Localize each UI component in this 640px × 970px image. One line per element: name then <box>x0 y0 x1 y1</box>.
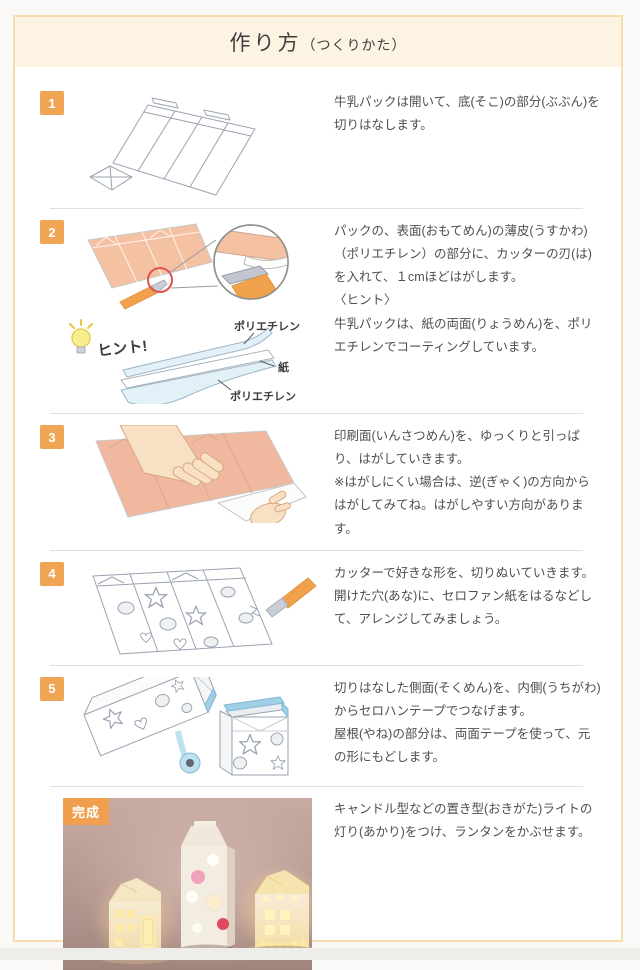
step-row-2: 2 <box>40 220 603 404</box>
step5-text: 切りはなした側面(そくめん)を、内側(うちがわ)からセロハンテープでつなげます。… <box>318 677 603 770</box>
hint-label: ヒント! <box>97 338 149 360</box>
step-number-badge: 2 <box>40 220 64 244</box>
step2-paragraph: パックの、表面(おもてめん)の薄皮(うすかわ)（ポリエチレン）の部分に、カッター… <box>334 224 592 285</box>
step-row-1: 1 <box>40 91 603 199</box>
step2-hint-paragraph: 牛乳パックは、紙の両面(りょうめん)を、ポリエチレンでコーティングしています。 <box>334 316 593 354</box>
taping-cartons-drawing-icon <box>83 676 289 776</box>
hint-lightbulb-icon <box>69 319 93 354</box>
step-separator <box>50 208 583 209</box>
page-background-strip <box>0 948 640 960</box>
step1-text: 牛乳パックは開いて、底(そこ)の部分(ぶぶん)を切りはなします。 <box>318 91 603 137</box>
step-row-5: 5 <box>40 676 603 777</box>
step-separator <box>50 664 583 666</box>
lantern-photo-graphic <box>63 797 312 970</box>
step-number-badge: 5 <box>40 676 64 701</box>
layer-top-label: ポリエチレン <box>234 319 300 333</box>
left-house-lantern <box>91 875 179 964</box>
opened-carton-drawing-icon <box>89 97 256 196</box>
step-row-3: 3 <box>40 425 603 541</box>
step4-text: カッターで好きな形を、切りぬいていきます。開けた穴(あな)に、セロファン紙をはる… <box>318 562 603 631</box>
step3-paragraph: 印刷面(いんさつめん)を、ゆっくりと引っぱり、はがしていきます。 <box>334 429 580 467</box>
page-header: 作り方（つくりかた） <box>15 17 621 67</box>
step3-text: 印刷面(いんさつめん)を、ゆっくりと引っぱり、はがしていきます。 ※はがしにくい… <box>318 425 603 541</box>
step-number-badge: 3 <box>40 425 64 449</box>
final-paragraph: キャンドル型などの置き型(おきがた)ライトの灯り(あかり)をつけ、ランタンをかぶ… <box>334 801 593 839</box>
step-separator <box>50 549 583 551</box>
step5-paragraph2: 屋根(やね)の部分は、両面テープを使って、元の形にもどします。 <box>334 726 591 764</box>
steps-list: 1 <box>15 67 621 970</box>
instruction-card: 作り方（つくりかた） 1 <box>13 15 623 970</box>
step2-illustration: ヒント! ポリエチレン 紙 ポリエチレン <box>68 220 318 404</box>
step5-paragraph: 切りはなした側面(そくめん)を、内側(うちがわ)からセロハンテープでつなげます。 <box>334 680 601 718</box>
step4-paragraph: カッターで好きな形を、切りぬいていきます。開けた穴(あな)に、セロファン紙をはる… <box>334 565 595 626</box>
page-title-reading: （つくりかた） <box>301 37 407 53</box>
layer-middle-label: 紙 <box>278 360 289 374</box>
step3-illustration <box>68 425 318 523</box>
step4-illustration <box>68 562 318 656</box>
completed-badge: 完成 <box>63 797 110 825</box>
step5-illustration <box>68 676 318 777</box>
step-number-badge: 1 <box>40 91 64 115</box>
step2-hint-heading: 〈ヒント〉 <box>334 293 397 308</box>
peel-film-drawing-icon: ヒント! ポリエチレン 紙 ポリエチレン <box>69 223 300 404</box>
final-text: キャンドル型などの置き型(おきがた)ライトの灯り(あかり)をつけ、ランタンをかぶ… <box>312 798 603 844</box>
step2-text: パックの、表面(おもてめん)の薄皮(うすかわ)（ポリエチレン）の部分に、カッター… <box>318 220 603 359</box>
step3-note: ※はがしにくい場合は、逆(ぎゃく)の方向からはがしてみてね。はがしやすい方向があ… <box>334 475 590 536</box>
page-title-main: 作り方 <box>229 32 302 55</box>
step-row-4: 4 <box>40 561 603 656</box>
step-number-badge: 4 <box>40 561 64 586</box>
peeling-hands-drawing-icon <box>95 425 307 523</box>
step-separator <box>50 413 583 414</box>
step-separator <box>50 785 583 787</box>
step1-paragraph: 牛乳パックは開いて、底(そこ)の部分(ぶぶん)を切りはなします。 <box>334 95 600 133</box>
finished-lanterns-photo: 完成 <box>63 797 312 970</box>
page-title: 作り方（つくりかた） <box>230 27 407 57</box>
final-row: 完成 キャンドル型などの置き型(おきがた)ライトの灯り(あかり)をつけ、ランタン… <box>40 797 603 970</box>
layer-bottom-label: ポリエチレン <box>230 389 296 403</box>
step1-illustration <box>68 91 318 197</box>
cutting-shapes-drawing-icon <box>92 567 317 655</box>
